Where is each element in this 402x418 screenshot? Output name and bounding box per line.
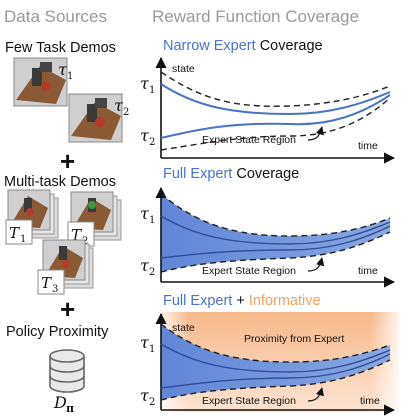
panel3-region-pointer	[307, 387, 324, 402]
panel2-title: Full Expert Coverage	[163, 166, 299, 182]
panel1-upper-boundary	[160, 71, 391, 107]
panel3-time-label: time	[360, 395, 380, 407]
panel1-region-label: Expert State Region	[202, 134, 296, 146]
panel2-tau2-sub: 2	[149, 267, 155, 278]
panel3-tau1-sub: 1	[149, 344, 155, 355]
multi-task-demos-label: Multi-task Demos	[4, 174, 116, 190]
panel1-time-label: time	[358, 140, 378, 152]
panel2-tau1-sub: 1	[149, 215, 155, 226]
panel3-upper-boundary	[160, 323, 391, 363]
panel1-tau1-label: τ	[140, 74, 150, 93]
panel3-trajectory-tau1	[160, 343, 391, 373]
database-icon	[49, 349, 85, 393]
panel1-lower-boundary	[160, 97, 391, 151]
policy-proximity-label: Policy Proximity	[6, 324, 109, 340]
panel2-region-pointer	[307, 257, 325, 272]
panel1-trajectory-tau2	[160, 94, 391, 139]
panel2-upper-boundary	[160, 193, 391, 237]
data-sources-header: Data Sources	[4, 7, 107, 26]
tau2-symbol: τ	[114, 96, 124, 115]
panel-informative: Full Expert + Informative state time Pro…	[140, 293, 399, 416]
panel1-tau1-sub: 1	[149, 85, 155, 96]
panel1-title: Narrow Expert Coverage	[163, 38, 323, 54]
panel3-lower-boundary	[160, 359, 391, 401]
T2-symbol: T	[71, 226, 82, 244]
plus-sign-2: +	[60, 294, 75, 324]
panel2-trajectory-tau2	[160, 225, 391, 259]
panel2-trajectory-tau1	[160, 215, 391, 245]
tau1-symbol: τ	[58, 60, 68, 79]
panel3-tau2-label: τ	[140, 386, 150, 405]
tau2-subscript: 2	[123, 107, 129, 118]
T3-symbol: T	[41, 274, 52, 292]
panel2-expert-region	[161, 194, 390, 272]
panel1-state-label: state	[172, 63, 195, 75]
panel1-tau2-sub: 2	[149, 137, 155, 148]
panel2-region-label: Expert State Region	[202, 265, 296, 277]
reward-coverage-header: Reward Function Coverage	[152, 7, 359, 26]
panel3-title: Full Expert + Informative	[163, 293, 321, 309]
panel3-trajectory-tau2	[160, 353, 391, 389]
panel1-region-pointer	[307, 126, 324, 141]
panel-full-coverage: Full Expert Coverage time τ 1 τ 2 Expert…	[140, 166, 396, 288]
few-task-demos-label: Few Task Demos	[5, 40, 116, 56]
panel3-region-label: Expert State Region	[202, 395, 296, 407]
panel1-tau2-label: τ	[140, 126, 150, 145]
demo-image-tau2	[68, 93, 123, 143]
panel3-state-label: state	[172, 322, 195, 334]
T1-symbol: T	[9, 224, 20, 242]
panel3-tau1-label: τ	[140, 333, 150, 352]
panel3-proximity-label: Proximity from Expert	[244, 333, 344, 345]
demo-image-tau1	[13, 57, 68, 107]
panel2-time-label: time	[358, 265, 378, 277]
panel2-tau2-label: τ	[140, 256, 150, 275]
T1-subscript: 1	[20, 234, 26, 245]
panel-narrow-coverage: Narrow Expert Coverage state time τ 1 τ …	[140, 38, 396, 164]
policy-dataset-symbol: D	[53, 393, 67, 412]
panel3-tau2-sub: 2	[149, 397, 155, 408]
panel1-trajectory-tau1	[160, 83, 391, 116]
tau1-subscript: 1	[67, 71, 73, 82]
plus-sign-1: +	[60, 146, 75, 176]
policy-dataset-subscript: π	[66, 402, 74, 415]
T3-subscript: 3	[52, 284, 58, 295]
panel2-tau1-label: τ	[140, 204, 150, 223]
panel2-lower-boundary	[160, 231, 391, 273]
